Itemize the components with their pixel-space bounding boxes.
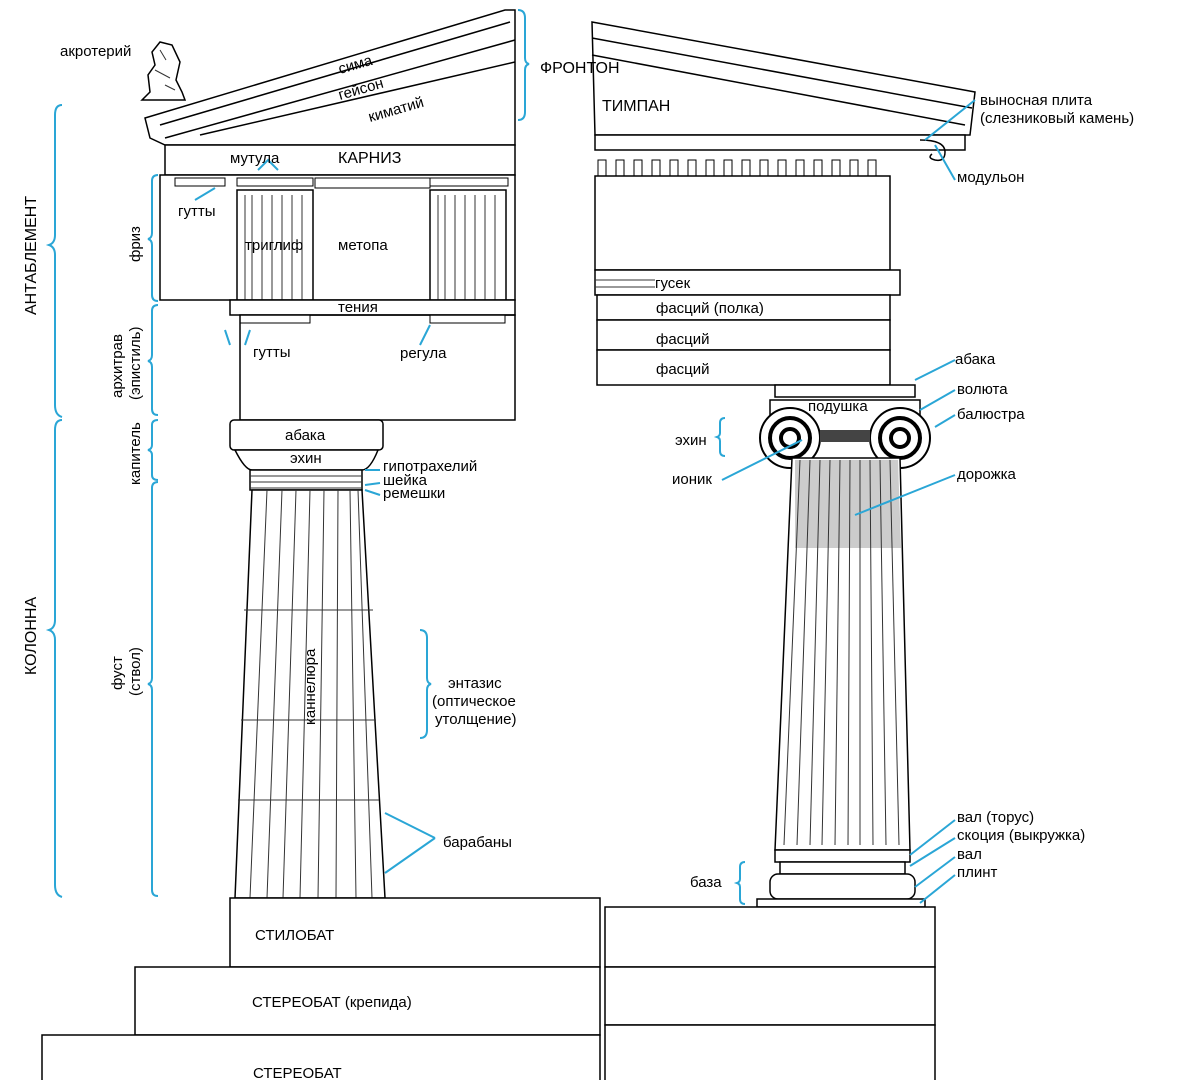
doric-cornice [164,144,516,176]
label-scotia: скоция (выкружка) [957,827,1085,844]
stereobate-krepis [134,966,601,1036]
doric-architrave [239,314,516,421]
label-shaft-line2: (ствол) [127,647,144,696]
ionic-labels: ТИМПАН выносная плита (слезниковый камен… [602,92,1134,891]
label-corona-line2: (слезниковый камень) [980,110,1134,127]
dentils [597,159,877,177]
stereobate [41,1034,601,1080]
plinth [756,898,926,908]
akroterion-icon [140,41,187,101]
scotia [779,861,906,875]
ionic-order-drawing [591,21,976,1080]
label-architrave: архитрав [109,334,126,398]
label-torus-upper: вал (торус) [957,809,1034,826]
label-regula: регула [400,345,447,362]
label-mutule: мутула [230,150,280,167]
label-frieze: фриз [127,226,144,262]
cyma [594,269,901,296]
label-metope: метопа [338,237,388,254]
label-baluster: балюстра [957,406,1025,423]
label-ionic-kymation: ионик [672,471,712,488]
label-guttae-top: гутты [178,203,216,220]
label-fascia-shelf: фасций (полка) [656,300,764,317]
label-stylobate: СТИЛОБАТ [255,927,334,944]
label-shaft: фуст [109,656,126,690]
label-fascia-2: фасций [656,361,710,378]
label-echinus: эхин [290,450,322,467]
stylobate [229,897,601,968]
bracket-column [45,419,63,898]
label-cornice: КАРНИЗ [338,150,401,167]
label-entasis-line2: (оптическое [432,693,516,710]
label-entasis: энтазис [448,675,502,692]
doric-labels: акротерий сима гейсон киматий ФРОНТОН му… [60,43,620,1080]
label-stereobate-krepis: СТЕРЕОБАТ (крепида) [252,994,412,1011]
label-pulvinus: подушка [808,398,868,415]
ionic-pediment [591,21,976,136]
label-corona: выносная плита [980,92,1093,109]
corona [594,134,966,151]
label-base: база [690,874,722,891]
brackets [45,9,976,905]
label-volute: волюта [957,381,1008,398]
label-ionic-echinus: эхин [675,432,707,449]
bracket-pediment [517,9,530,121]
label-cyma: гусек [655,275,691,292]
label-neck: шейка [383,472,428,489]
ionic-frieze [594,175,891,271]
label-abacus: абака [285,427,326,444]
triglyph [429,189,507,301]
label-pediment: ФРОНТОН [540,60,620,77]
label-stereobate: СТЕРЕОБАТ [253,1065,342,1080]
ionic-kymation [820,430,870,442]
label-taenia: тения [338,299,378,316]
doric-pediment [144,9,516,146]
label-fascia-1: фасций [656,331,710,348]
label-modillion: модульон [957,169,1024,186]
label-capital: капитель [127,422,144,485]
bracket-entablature [45,104,63,418]
triglyph [236,189,314,301]
torus-lower [769,873,916,900]
label-annulets: ремешки [383,485,445,502]
label-tympanum: ТИМПАН [602,98,670,115]
label-guttae-bottom: гутты [253,344,291,361]
label-torus-lower: вал [957,846,982,863]
label-ionic-abacus: абака [955,351,996,368]
label-flute: каннелюра [302,648,319,725]
torus-upper [774,849,911,863]
label-hypotrachelion: гипотрахелий [383,458,477,475]
label-architrave-line2: (эпистиль) [127,327,144,400]
ionic-abacus [774,384,916,398]
doric-order-drawing [41,9,601,1080]
label-akroterion: акротерий [60,43,131,60]
label-column: КОЛОННА [23,597,40,675]
label-fillet: дорожка [957,466,1017,483]
bracket-labels: АНТАБЛЕМЕНТ КОЛОННА фриз архитрав (эпист… [23,196,144,696]
label-triglyph: триглиф [245,237,303,254]
label-plinth: плинт [957,864,998,881]
label-drums: барабаны [443,834,512,851]
label-entasis-line3: утолщение) [435,711,516,728]
label-entablature: АНТАБЛЕМЕНТ [23,196,40,315]
